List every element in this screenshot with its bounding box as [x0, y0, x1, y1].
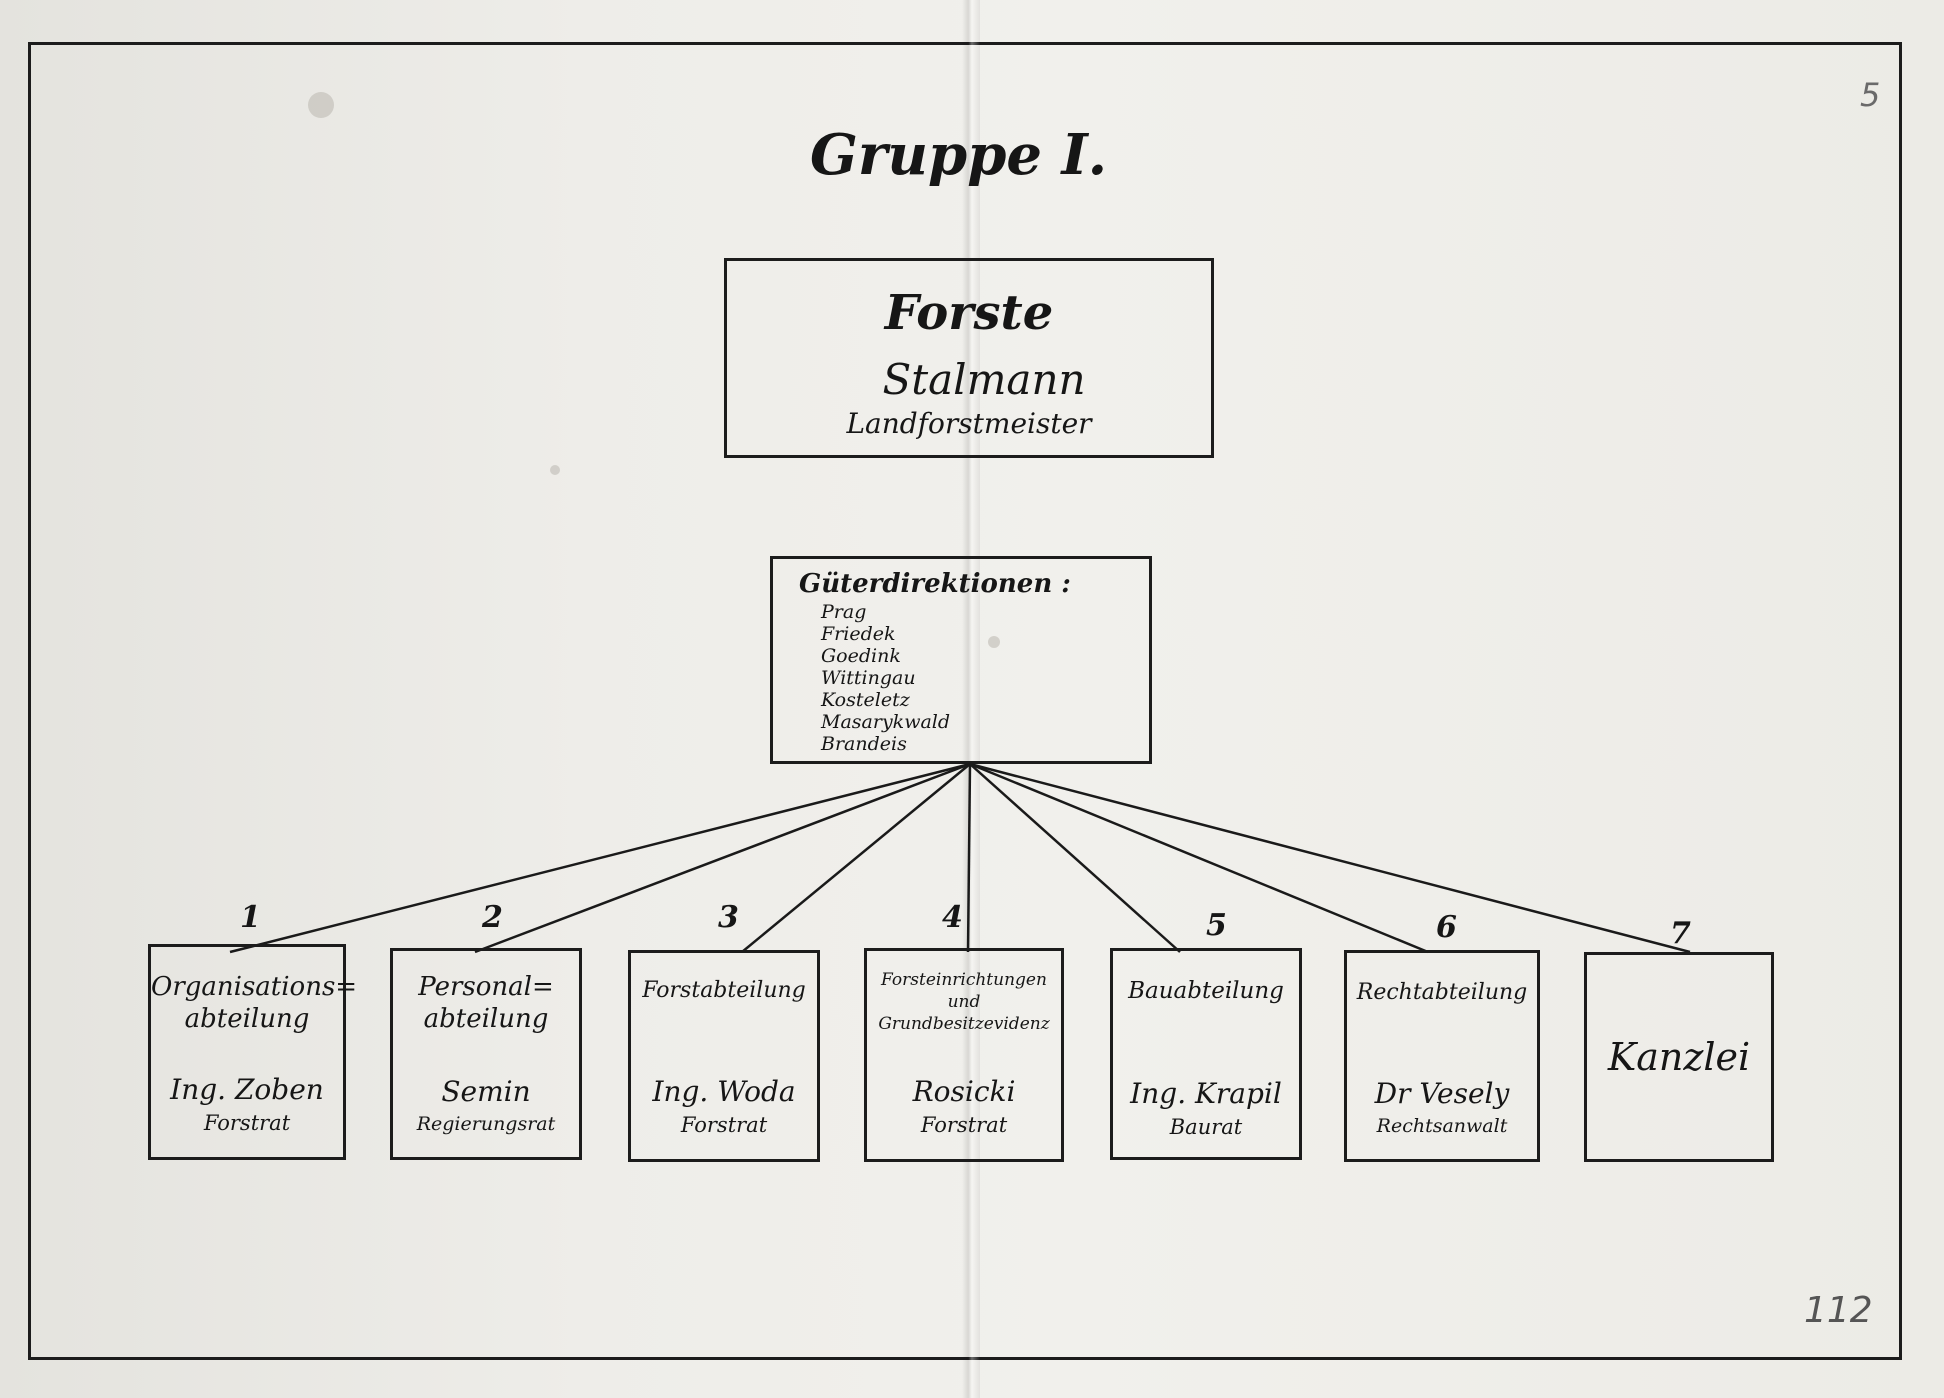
- department-name-line: Bauabteilung: [1128, 978, 1284, 1004]
- page-number-top: 5: [1860, 76, 1881, 114]
- department-name: Bauabteilung: [1113, 975, 1299, 1007]
- connector-line-1: [229, 762, 971, 954]
- department-box-forst: Forstabteilung Ing. Woda Forstrat: [628, 950, 820, 1162]
- department-box-kanzlei: Kanzlei: [1584, 952, 1774, 1162]
- department-head-title: Baurat: [1169, 1115, 1243, 1139]
- directorate-item: Kosteletz: [821, 689, 910, 711]
- directorate-item: Wittingau: [821, 667, 916, 689]
- connector-line-7: [969, 762, 1691, 954]
- page-number-bottom: 112: [1804, 1290, 1873, 1331]
- directorate-item: Prag: [821, 601, 867, 623]
- department-number: 7: [1670, 916, 1691, 951]
- department-head-name: Ing. Woda: [652, 1075, 796, 1108]
- department-head-title: Regierungsrat: [416, 1113, 556, 1135]
- department-head-name: Ing. Zoben: [170, 1073, 324, 1106]
- forste-head-title: Landforstmeister: [846, 407, 1092, 440]
- department-head-title: Rechtsanwalt: [1376, 1115, 1508, 1137]
- department-box-organisation: Organisations= abteilung Ing. Zoben Fors…: [148, 944, 358, 1160]
- department-name-line: Organisations=: [151, 972, 358, 1002]
- department-box-bau: Bauabteilung Ing. Krapil Baurat: [1110, 948, 1302, 1160]
- connector-line-5: [969, 763, 1181, 953]
- chart-title: Gruppe I.: [810, 122, 1108, 188]
- paper-stain: [308, 92, 334, 118]
- forste-head-name: Stalmann: [882, 355, 1086, 404]
- directorate-item: Masarykwald: [821, 711, 951, 733]
- department-name-line: Rechtabteilung: [1356, 980, 1528, 1005]
- department-number: 5: [1206, 908, 1227, 943]
- department-name-line: Grundbesitzevidenz: [878, 1014, 1050, 1034]
- connector-line-4: [966, 763, 972, 953]
- connector-line-2: [474, 762, 971, 954]
- department-box-forsteinrichtungen: Forsteinrichtungen und Grundbesitzeviden…: [864, 948, 1064, 1162]
- directorate-box: Güterdirektionen : Prag Friedek Goedink …: [770, 556, 1152, 764]
- page-frame: [28, 42, 1902, 1360]
- department-name-line: abteilung: [423, 1004, 549, 1034]
- department-head-name: Dr Vesely: [1374, 1077, 1510, 1110]
- department-head-name: Ing. Krapil: [1130, 1077, 1282, 1110]
- department-name-line: abteilung: [184, 1004, 310, 1034]
- directorate-item: Goedink: [821, 645, 901, 667]
- department-head-title: Forstrat: [680, 1113, 768, 1137]
- department-name: Forstabteilung: [631, 975, 817, 1007]
- department-number: 3: [718, 900, 739, 935]
- department-number: 2: [482, 900, 503, 935]
- department-number: 6: [1436, 910, 1457, 945]
- directorate-list: Prag Friedek Goedink Wittingau Kosteletz…: [821, 601, 950, 755]
- department-name: Organisations= abteilung: [151, 971, 358, 1035]
- center-fold: [962, 0, 980, 1398]
- department-head-title: Forstrat: [203, 1111, 291, 1135]
- department-name: Kanzlei: [1587, 1035, 1771, 1079]
- directorate-heading: Güterdirektionen :: [799, 569, 1071, 599]
- department-name-line: Forsteinrichtungen: [881, 970, 1047, 990]
- connector-line-3: [741, 763, 971, 953]
- directorate-item: Friedek: [821, 623, 896, 645]
- department-name-line: und: [947, 992, 981, 1012]
- department-name: Rechtabteilung: [1347, 977, 1537, 1009]
- department-number: 1: [240, 900, 261, 935]
- department-name-line: Forstabteilung: [642, 978, 806, 1003]
- department-name-line: Personal=: [418, 972, 554, 1002]
- department-number: 4: [942, 900, 963, 935]
- directorate-item: Brandeis: [821, 733, 907, 755]
- department-name: Personal= abteilung: [393, 971, 579, 1035]
- department-box-personal: Personal= abteilung Semin Regierungsrat: [390, 948, 582, 1160]
- connector-line-6: [969, 762, 1429, 954]
- paper-stain: [550, 465, 560, 475]
- paper-stain: [988, 636, 1000, 648]
- forste-heading: Forste: [884, 285, 1054, 341]
- department-box-recht: Rechtabteilung Dr Vesely Rechtsanwalt: [1344, 950, 1540, 1162]
- department-head-name: Rosicki: [912, 1075, 1016, 1108]
- department-head-title: Forstrat: [920, 1113, 1008, 1137]
- forste-box: Forste Stalmann Landforstmeister: [724, 258, 1214, 458]
- department-name-line: Kanzlei: [1607, 1035, 1751, 1079]
- department-head-name: Semin: [441, 1075, 531, 1108]
- department-name: Forsteinrichtungen und Grundbesitzeviden…: [867, 969, 1061, 1035]
